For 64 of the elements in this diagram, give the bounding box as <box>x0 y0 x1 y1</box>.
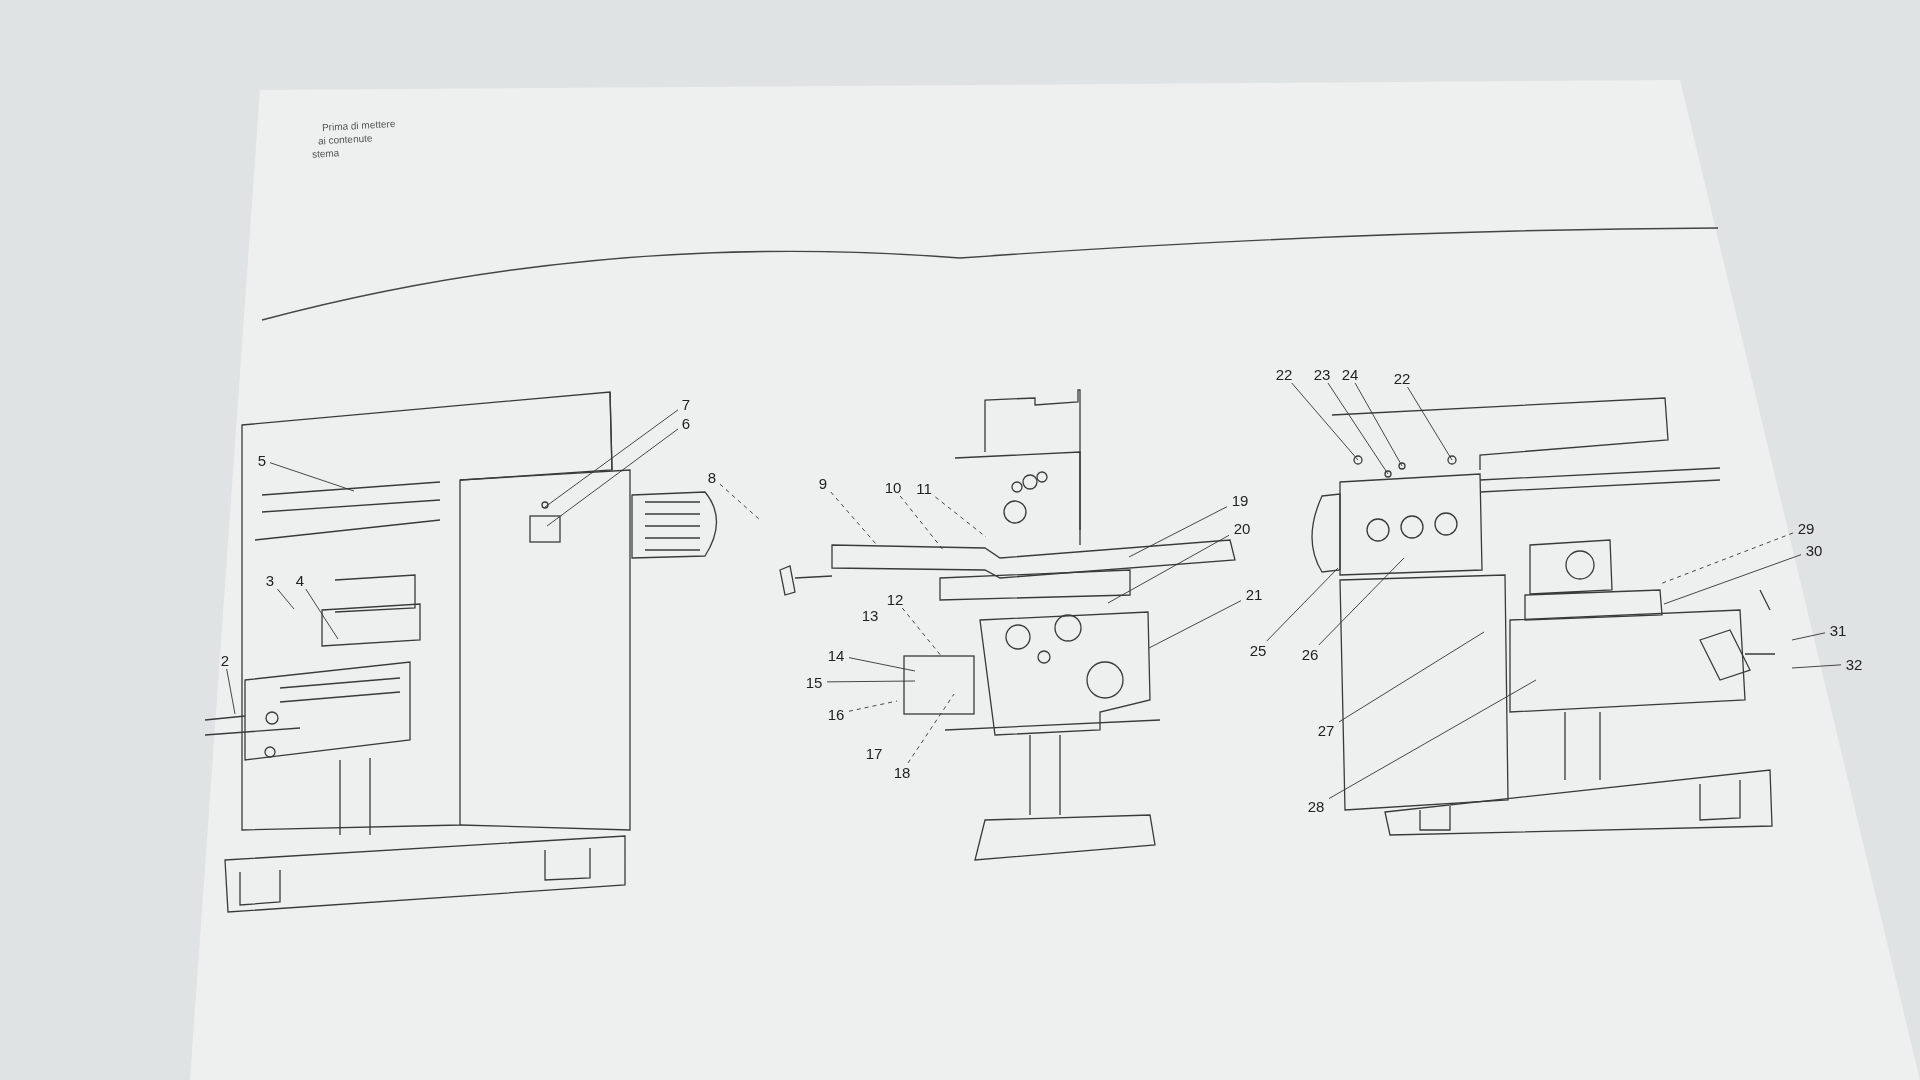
callout-number: 28 <box>1307 797 1325 815</box>
leader-line <box>1338 631 1485 723</box>
leader-line <box>305 588 339 640</box>
leader-line <box>1291 382 1359 461</box>
leader-line <box>1318 557 1405 646</box>
callout-number: 21 <box>1245 585 1263 603</box>
leader-line <box>719 483 761 521</box>
leader-line <box>826 680 916 683</box>
callout-number: 22 <box>1393 369 1411 387</box>
callout-number: 31 <box>1829 621 1847 639</box>
callout-number: 29 <box>1797 519 1815 537</box>
leader-line <box>1327 382 1389 475</box>
callout-number: 4 <box>295 571 305 589</box>
callout-number: 5 <box>257 451 267 469</box>
callout-number: 9 <box>818 474 828 492</box>
callout-number: 6 <box>681 414 691 432</box>
callout-number: 30 <box>1805 541 1823 559</box>
callout-number: 25 <box>1249 641 1267 659</box>
callout-number: 19 <box>1231 491 1249 509</box>
leader-line <box>1354 382 1403 467</box>
leader-line <box>848 657 916 672</box>
leader-line <box>830 491 877 545</box>
leader-line <box>1663 554 1802 605</box>
leader-line <box>546 428 679 527</box>
callout-number: 2 <box>220 651 230 669</box>
leader-line <box>899 495 945 552</box>
leader-line <box>1107 534 1230 604</box>
callout-number: 26 <box>1301 645 1319 663</box>
leader-line <box>1148 600 1242 649</box>
callout-number: 32 <box>1845 655 1863 673</box>
callout-number: 8 <box>707 468 717 486</box>
leader-line <box>1266 567 1339 642</box>
leader-line <box>226 668 236 715</box>
leader-line <box>848 700 898 712</box>
callout-number: 15 <box>805 673 823 691</box>
leader-line <box>907 693 955 764</box>
callout-number: 11 <box>916 479 932 497</box>
callout-number: 17 <box>865 745 883 761</box>
callout-number: 3 <box>265 571 275 589</box>
leader-line <box>269 462 355 492</box>
leader-line <box>1128 506 1228 558</box>
leader-line <box>1659 532 1794 585</box>
callout-number: 23 <box>1313 365 1331 383</box>
leader-line <box>1407 386 1453 461</box>
callout-number: 22 <box>1275 365 1293 383</box>
callout-number: 16 <box>827 705 845 723</box>
callout-number: 12 <box>886 590 904 608</box>
callout-number: 13 <box>861 607 879 623</box>
leader-line <box>1791 664 1842 669</box>
callout-number: 27 <box>1317 721 1335 739</box>
leader-line <box>1328 679 1537 799</box>
page-text: Prima di mettere <box>321 119 396 133</box>
callout-number: 20 <box>1233 519 1251 537</box>
callout-number: 18 <box>893 763 911 781</box>
leader-line <box>901 607 943 658</box>
callout-number: 24 <box>1341 365 1359 383</box>
leader-line <box>544 409 679 508</box>
callout-number: 14 <box>827 646 845 664</box>
callout-number: 7 <box>681 395 691 413</box>
leader-line <box>277 588 295 610</box>
callout-number: 10 <box>884 478 902 496</box>
leader-line <box>1791 632 1826 641</box>
page-text: ai contenute <box>317 133 373 147</box>
page-text: stema <box>311 148 340 160</box>
